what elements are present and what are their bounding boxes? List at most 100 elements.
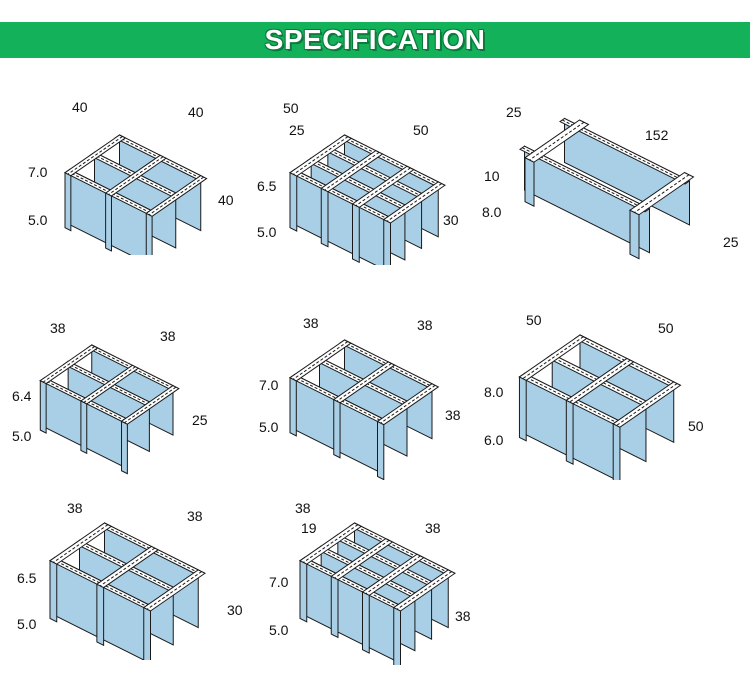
dim-height: 50 (688, 418, 704, 434)
dim-top-thickness: 7.0 (269, 574, 289, 590)
grating-drawing (519, 117, 695, 260)
dim-mesh-x: 38 (67, 500, 83, 516)
bar-centerline (108, 156, 164, 195)
cross-bar-face (383, 218, 391, 265)
grating-diagram-1: 40 40 40 7.0 5.0 (20, 95, 250, 255)
grating-drawing (518, 334, 682, 480)
dim-bottom-thickness: 5.0 (269, 622, 289, 638)
cross-bar-face (330, 575, 339, 639)
bar-centerline (83, 366, 136, 403)
cross-bar-face (121, 420, 128, 475)
grating-drawing (289, 339, 440, 480)
bar-centerline (148, 176, 204, 216)
bar-centerline (292, 170, 387, 219)
bar-centerline (124, 386, 177, 424)
dim-height: 30 (443, 212, 459, 228)
dim-bottom-thickness: 5.0 (257, 224, 277, 240)
bar-centerline (569, 359, 631, 403)
bar-centerline (42, 346, 95, 383)
dim-mesh-sub: 25 (289, 122, 305, 138)
bar-centerline (292, 341, 348, 380)
dim-bottom-thickness: 5.0 (28, 212, 48, 228)
grating-diagram-2: 50 25 50 30 6.5 5.0 (255, 95, 485, 265)
grating-drawing (289, 134, 446, 265)
bar-centerline (303, 524, 359, 563)
dim-top-thickness: 7.0 (259, 377, 279, 393)
dim-mesh-x: 50 (283, 100, 299, 116)
dim-mesh-y: 50 (413, 122, 429, 138)
dim-top-thickness: 6.5 (17, 570, 37, 586)
bar-centerline (355, 167, 411, 207)
dim-bottom-thickness: 5.0 (12, 428, 32, 444)
grating-drawing (39, 344, 180, 475)
cross-bar-face (64, 171, 72, 232)
cross-bar-face (145, 212, 153, 255)
dim-mesh-y: 50 (658, 320, 674, 336)
dim-bottom-thickness: 5.0 (17, 616, 37, 632)
bar-centerline (302, 558, 397, 607)
cross-bar-face (362, 591, 370, 654)
dim-mesh-x: 38 (295, 500, 311, 516)
dim-mesh-y: 38 (187, 508, 203, 524)
cross-bar-face (518, 376, 527, 442)
dim-mesh-x: 25 (506, 104, 522, 120)
bar-centerline (318, 547, 413, 595)
bar-centerline (292, 375, 380, 421)
dim-bottom-thickness: 5.0 (259, 419, 279, 435)
bar-centerline (334, 539, 390, 579)
bar-centerline (53, 524, 109, 563)
dim-top-thickness: 7.0 (28, 164, 48, 180)
dim-top-thickness: 6.4 (12, 388, 32, 404)
cross-bar-face (299, 559, 308, 623)
cross-bar-face (289, 171, 298, 232)
bar-centerline (380, 384, 436, 424)
bar-centerline (293, 136, 349, 175)
bar-centerline (308, 159, 403, 207)
bar-centerline (616, 383, 678, 426)
bar-centerline (342, 136, 437, 184)
grating-diagram-4: 38 38 25 6.4 5.0 (10, 315, 220, 475)
cross-bar-face (377, 420, 385, 480)
cross-bar-face (39, 379, 47, 434)
bar-centerline (67, 136, 123, 175)
cross-bar-face (629, 209, 640, 260)
dim-bottom-thickness: 6.0 (484, 432, 504, 448)
bar-centerline (386, 183, 442, 222)
bar-centerline (522, 147, 648, 211)
bar-centerline (317, 358, 405, 404)
dim-mesh-y: 40 (188, 104, 204, 120)
dim-height: 30 (227, 602, 243, 618)
bar-centerline (365, 555, 421, 595)
bar-centerline (335, 535, 430, 584)
grating-diagram-8: 38 19 38 38 7.0 5.0 (265, 495, 495, 665)
bar-centerline (522, 336, 584, 380)
dim-mesh-x: 38 (303, 315, 319, 331)
banner-title: SPECIFICATION (264, 24, 486, 55)
grating-drawing (64, 134, 208, 255)
dim-mesh-y: 38 (417, 317, 433, 333)
bar-centerline (146, 571, 202, 610)
dim-mesh-y: 38 (160, 328, 176, 344)
dim-height: 38 (455, 608, 471, 624)
dim-top-thickness: 8.0 (484, 384, 504, 400)
grating-diagram-5: 38 38 38 7.0 5.0 (255, 310, 475, 480)
cross-bar-face (143, 606, 151, 660)
dim-height: 25 (723, 234, 739, 250)
cross-bar-face (289, 376, 297, 437)
cross-bar-face (105, 192, 112, 252)
grating-diagram-7: 38 38 30 6.5 5.0 (15, 495, 255, 660)
bar-centerline (396, 571, 452, 610)
dim-top-thickness: 6.5 (257, 178, 277, 194)
dim-length: 152 (645, 127, 669, 143)
bar-centerline (336, 363, 392, 402)
dim-mesh-x: 50 (526, 312, 542, 328)
specification-banner: SPECIFICATION (0, 22, 750, 58)
dim-bottom-thickness: 8.0 (482, 204, 502, 220)
bar-centerline (529, 121, 585, 161)
dim-height: 40 (218, 192, 234, 208)
cross-bar-face (612, 422, 621, 480)
dim-height: 25 (192, 412, 208, 428)
bar-centerline (324, 151, 380, 191)
dim-top-thickness: 10 (484, 168, 500, 184)
dim-mesh-y: 38 (425, 520, 441, 536)
